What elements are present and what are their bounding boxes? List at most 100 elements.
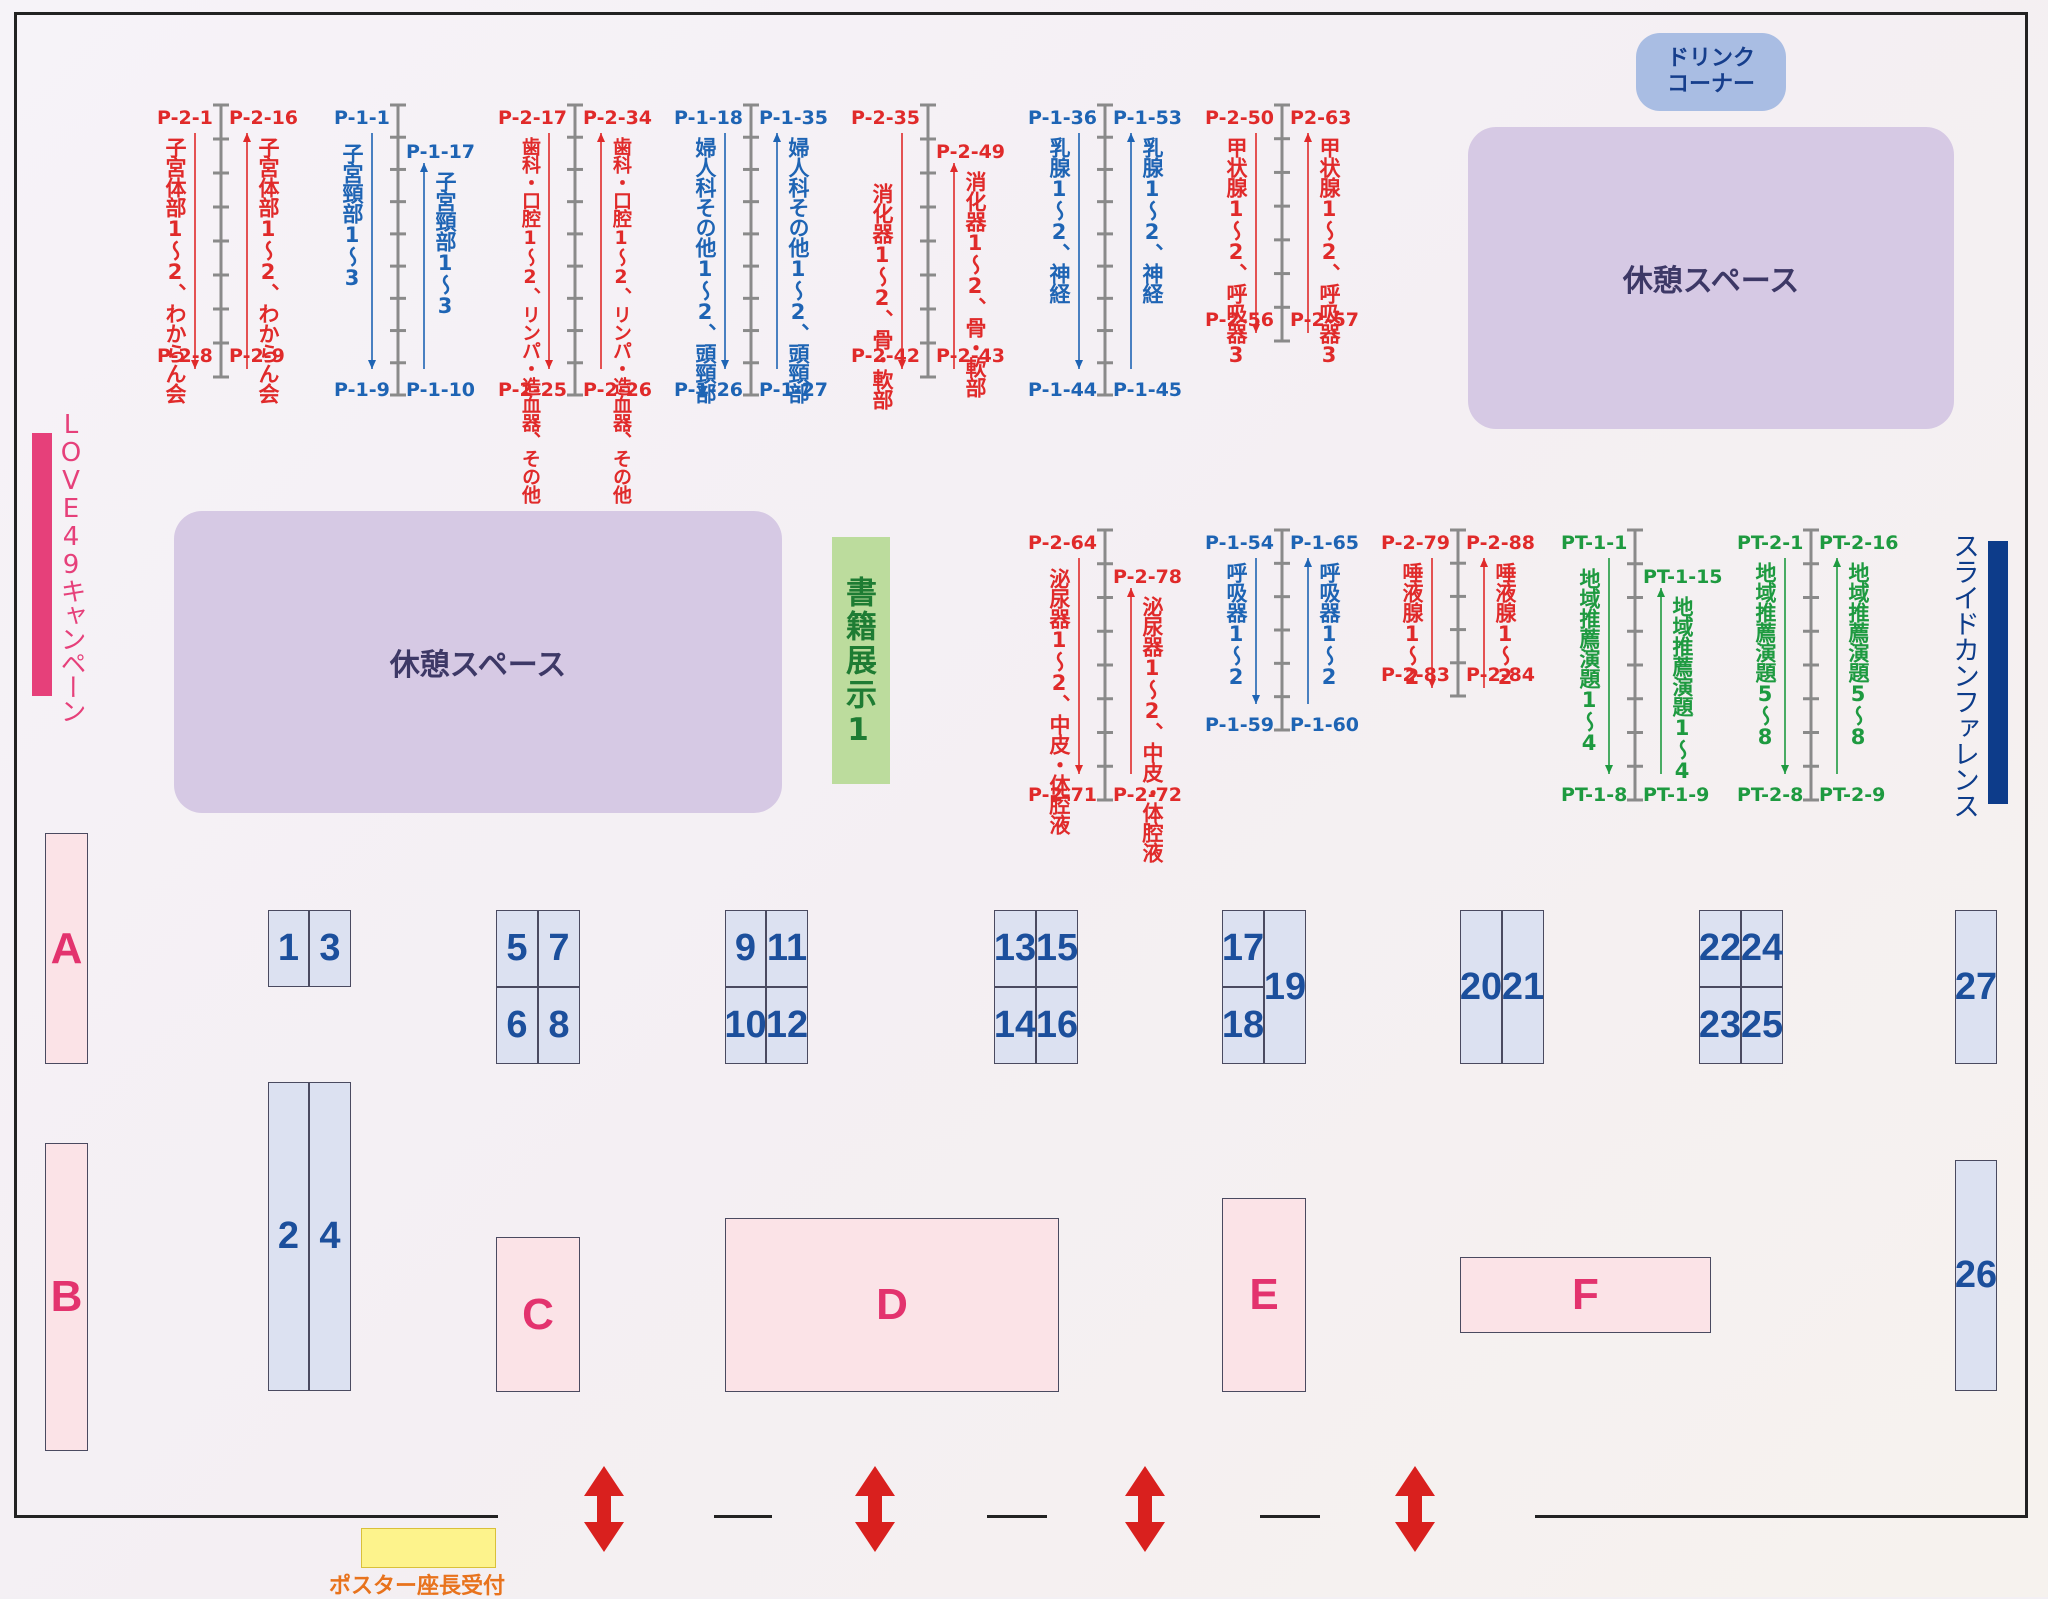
poster-start-left: P-2-35 xyxy=(851,107,921,129)
left-direction-arrow-head xyxy=(1428,679,1436,688)
booth-16[interactable]: 16 xyxy=(1036,987,1078,1064)
booth-14[interactable]: 14 xyxy=(994,987,1036,1064)
poster-end-left: PT-1-8 xyxy=(1561,784,1628,806)
poster-end-left: P-2-71 xyxy=(1028,784,1098,806)
right-direction-arrow-head xyxy=(1127,133,1135,142)
poster-end-right: P-2-43 xyxy=(936,345,1006,367)
left-direction-arrow-head xyxy=(1075,765,1083,774)
outer-wall-top xyxy=(14,12,2028,15)
booth-5[interactable]: 5 xyxy=(496,910,538,987)
category-text-right: 乳腺1～2、神経 xyxy=(1140,137,1164,303)
booth-A[interactable]: A xyxy=(45,833,88,1064)
category-text-right: 地域推薦演題1～4 xyxy=(1670,596,1694,782)
booth-6[interactable]: 6 xyxy=(496,987,538,1064)
poster-end-left: P-2-42 xyxy=(851,345,921,367)
category-text-left: 泌尿器1～2、中皮・体腔液 xyxy=(1047,568,1071,834)
drink-corner: ドリンク コーナー xyxy=(1636,33,1786,111)
poster-end-left: P-2-8 xyxy=(157,345,213,367)
poster-start-right: P-1-53 xyxy=(1113,107,1183,129)
right-direction-arrow-head xyxy=(1833,558,1841,567)
booth-C[interactable]: C xyxy=(496,1237,580,1392)
slide-conference-bar xyxy=(1988,541,2008,804)
booth-25[interactable]: 25 xyxy=(1741,987,1783,1064)
poster-end-right: P-2-72 xyxy=(1113,784,1183,806)
bottom-wall-2 xyxy=(714,1515,772,1518)
poster-start-right: P-2-78 xyxy=(1113,566,1183,588)
poster-reception-desk xyxy=(361,1528,496,1568)
booth-15[interactable]: 15 xyxy=(1036,910,1078,987)
left-direction-arrow-head xyxy=(545,360,553,369)
category-text-left: 子宮体部1～2、わからん会 xyxy=(163,137,187,403)
entrance-arrow-icon xyxy=(1125,1466,1165,1552)
booth-3[interactable]: 3 xyxy=(309,910,351,987)
poster-start-left: P-1-1 xyxy=(334,107,390,129)
booth-E[interactable]: E xyxy=(1222,1198,1306,1392)
category-text-right: 子宮頸部1～3 xyxy=(433,171,457,317)
booth-F[interactable]: F xyxy=(1460,1257,1711,1333)
category-text-right: 唾液腺1～2 xyxy=(1493,562,1517,688)
booth-2[interactable]: 2 xyxy=(268,1082,309,1391)
booth-11[interactable]: 11 xyxy=(766,910,808,987)
poster-end-right: P-2-9 xyxy=(229,345,285,367)
category-text-left: 婦人科その他1～2、頭頸部 xyxy=(693,137,717,403)
category-text-left: 甲状腺1～2、呼吸器3 xyxy=(1224,137,1248,366)
left-direction-arrow-head xyxy=(1252,695,1260,704)
poster-end-right: PT-1-9 xyxy=(1643,784,1710,806)
slide-conference-label: スライドカンファレンス xyxy=(1948,532,1979,818)
poster-start-right: P2-63 xyxy=(1290,107,1352,129)
booth-D[interactable]: D xyxy=(725,1218,1059,1392)
right-direction-arrow-head xyxy=(1480,558,1488,567)
lounge-left: 休憩スペース xyxy=(174,511,782,813)
poster-end-left: P-2-83 xyxy=(1381,664,1451,686)
booth-10[interactable]: 10 xyxy=(724,987,767,1064)
left-direction-arrow-head xyxy=(1605,765,1613,774)
category-text-left: 子宮頸部1～3 xyxy=(340,143,364,289)
entrance-arrow-icon xyxy=(1395,1466,1435,1552)
booth-4[interactable]: 4 xyxy=(309,1082,351,1391)
category-text-right: 泌尿器1～2、中皮・体腔液 xyxy=(1140,596,1164,862)
drink-corner-line2: コーナー xyxy=(1666,72,1755,97)
poster-reception-label: ポスター座長受付 xyxy=(329,1574,506,1599)
booth-9[interactable]: 9 xyxy=(725,910,766,987)
entrance-arrow-icon xyxy=(855,1466,895,1552)
book-exhibit xyxy=(832,537,890,784)
category-text-right: 消化器1～2、骨・軟部 xyxy=(963,171,987,397)
booth-8[interactable]: 8 xyxy=(538,987,580,1064)
category-text-left: 地域推薦演題5～8 xyxy=(1753,562,1777,748)
booth-27[interactable]: 27 xyxy=(1955,910,1997,1064)
booth-21[interactable]: 21 xyxy=(1502,910,1544,1064)
right-direction-arrow-head xyxy=(773,133,781,142)
booth-22[interactable]: 22 xyxy=(1699,910,1741,987)
booth-18[interactable]: 18 xyxy=(1222,987,1264,1064)
poster-start-right: PT-1-15 xyxy=(1643,566,1723,588)
booth-19[interactable]: 19 xyxy=(1264,910,1306,1064)
booth-23[interactable]: 23 xyxy=(1699,987,1741,1064)
booth-7[interactable]: 7 xyxy=(538,910,580,987)
booth-B[interactable]: B xyxy=(45,1143,88,1451)
booth-17[interactable]: 17 xyxy=(1222,910,1264,987)
right-direction-arrow-head xyxy=(597,133,605,142)
outer-wall-left xyxy=(14,12,17,1518)
booth-20[interactable]: 20 xyxy=(1460,910,1502,1064)
category-text-right: 地域推薦演題5～8 xyxy=(1846,562,1870,748)
bottom-wall-1 xyxy=(14,1515,498,1518)
right-direction-arrow-head xyxy=(1304,133,1312,142)
poster-end-left: P-2-25 xyxy=(498,379,568,401)
poster-end-right: PT-2-9 xyxy=(1819,784,1886,806)
booth-12[interactable]: 12 xyxy=(766,987,808,1064)
left-direction-arrow-head xyxy=(1781,765,1789,774)
poster-start-right: P-2-49 xyxy=(936,141,1006,163)
outer-wall-right xyxy=(2025,12,2028,1518)
bottom-wall-3 xyxy=(987,1515,1047,1518)
booth-24[interactable]: 24 xyxy=(1741,910,1783,987)
poster-end-left: P-1-44 xyxy=(1028,379,1098,401)
category-text-left: 歯科・口腔1～2、リンパ・造血器、その他 xyxy=(519,137,541,503)
booth-26[interactable]: 26 xyxy=(1955,1160,1997,1391)
poster-start-left: P-1-54 xyxy=(1205,532,1275,554)
booth-1[interactable]: 1 xyxy=(268,910,309,987)
love49-bar xyxy=(32,433,52,696)
booth-13[interactable]: 13 xyxy=(994,910,1036,987)
left-direction-arrow-head xyxy=(368,360,376,369)
